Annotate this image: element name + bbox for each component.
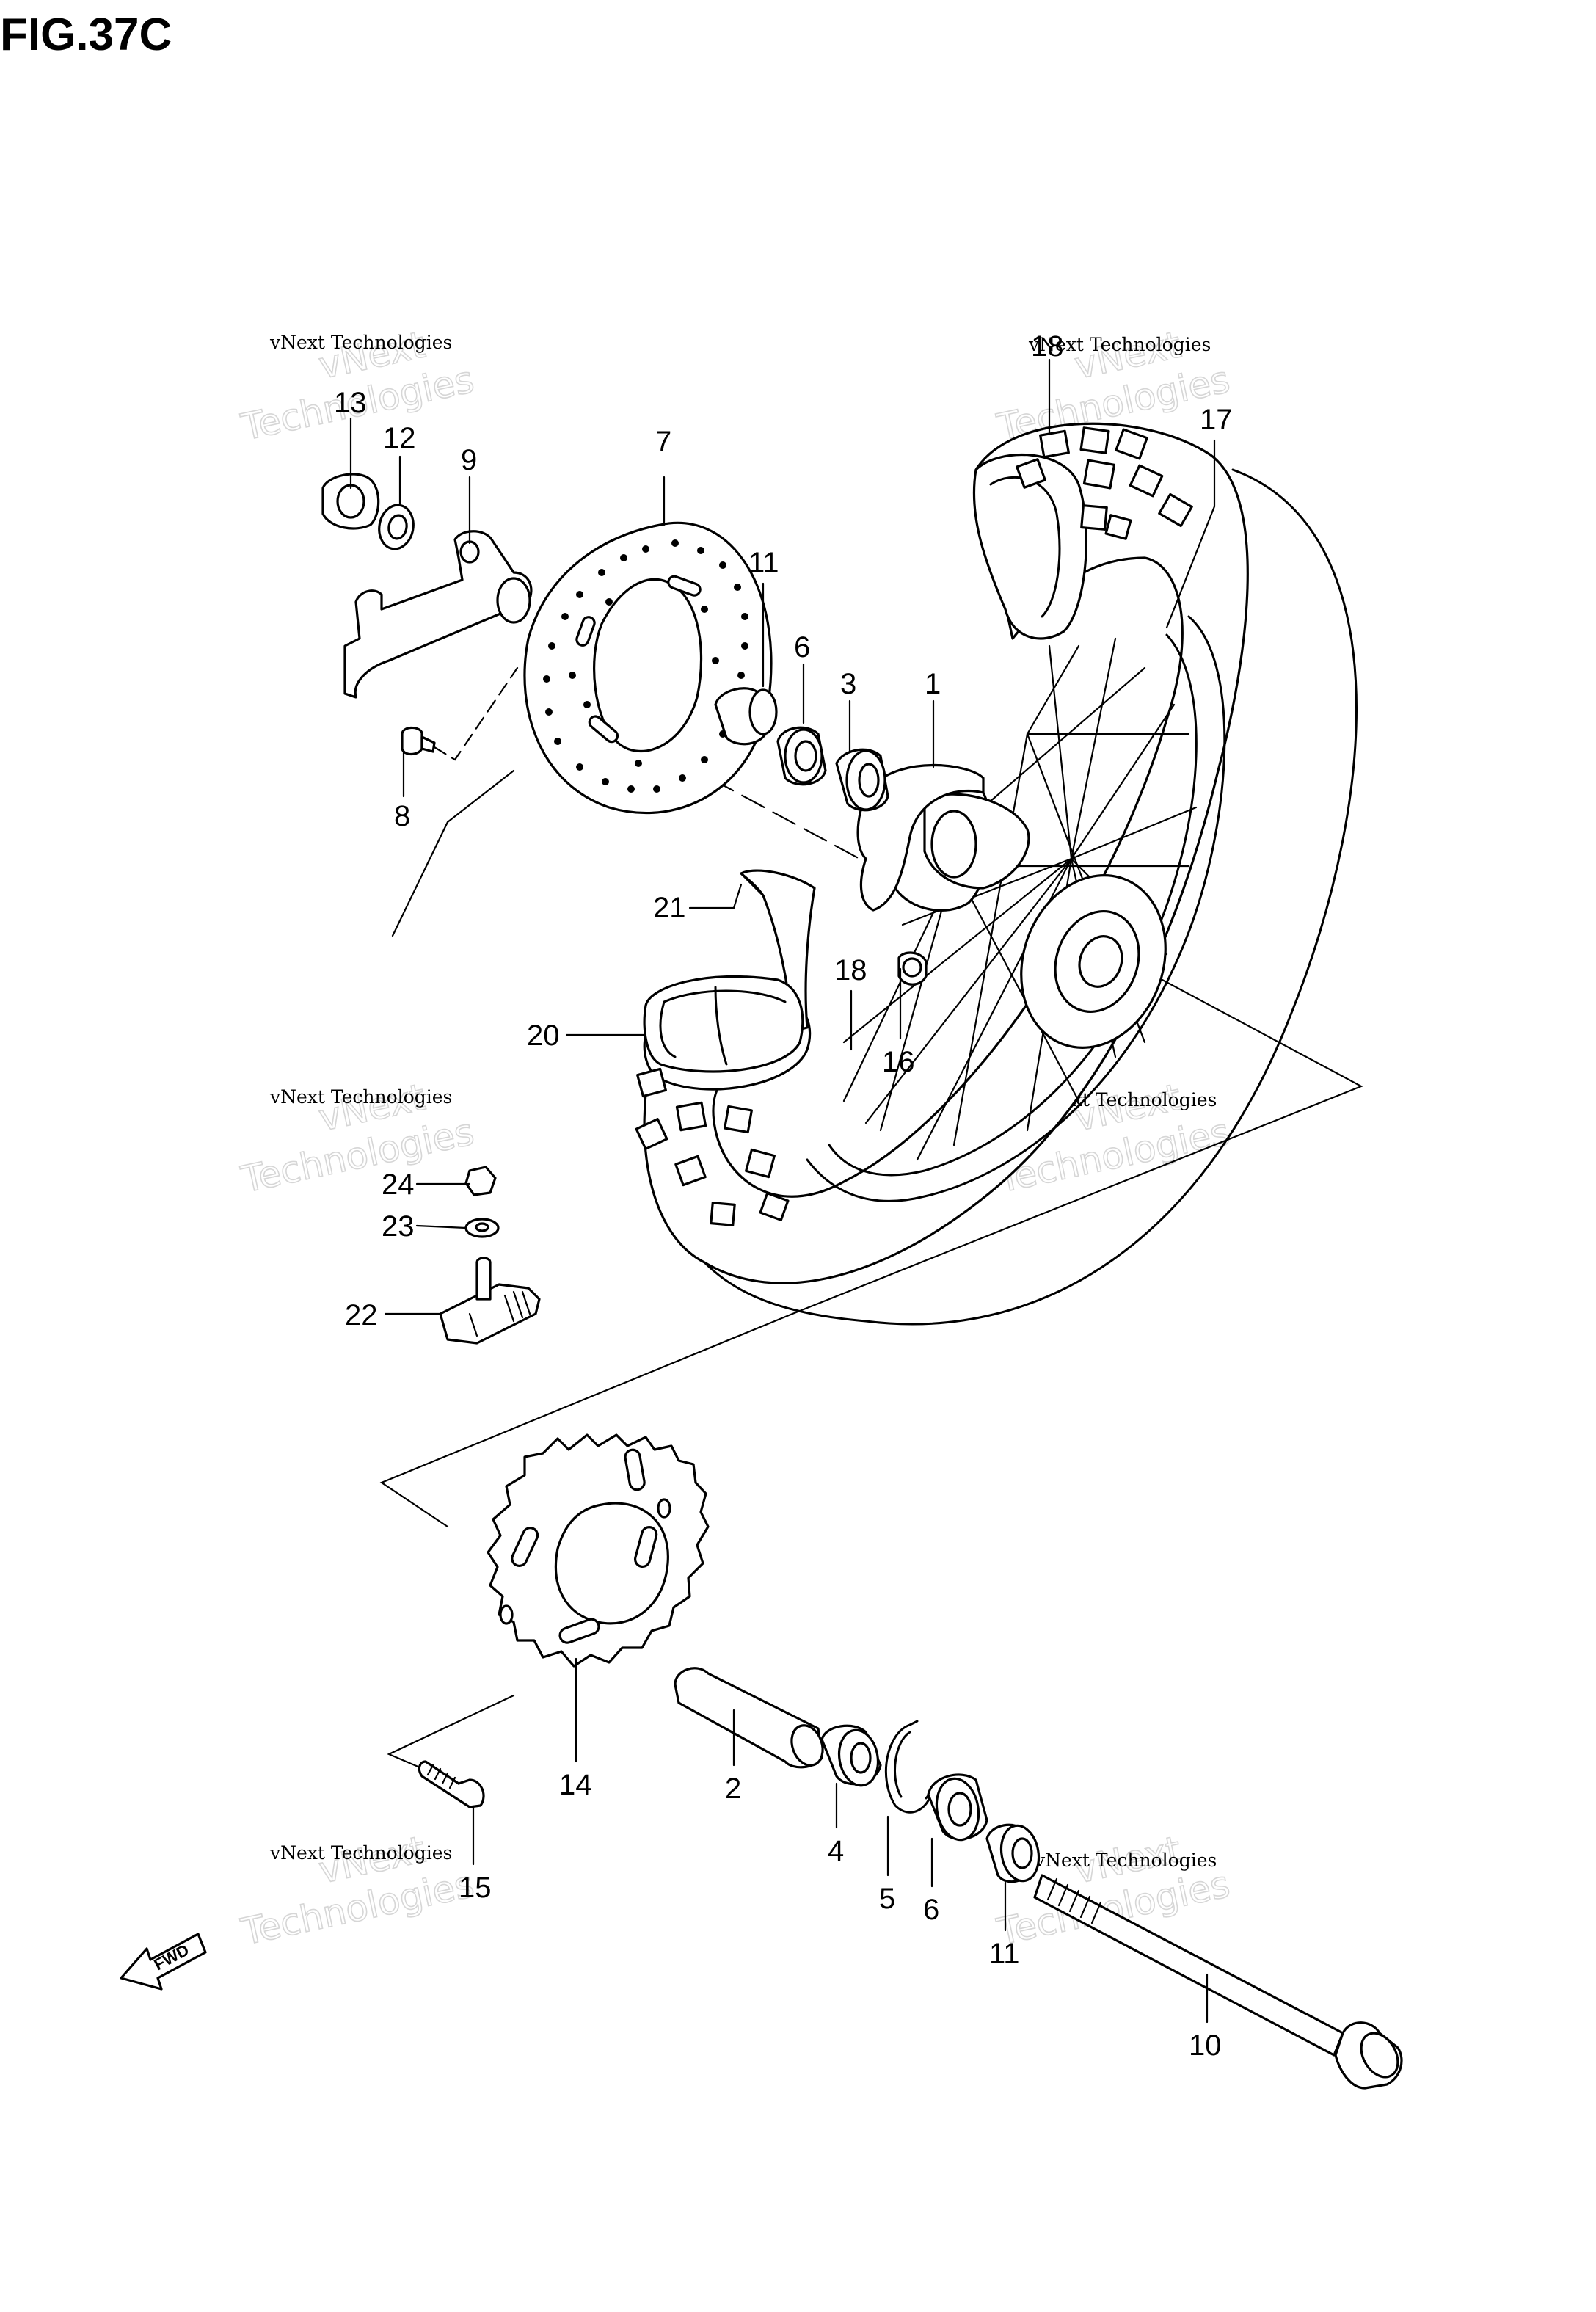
callout-20: 20: [527, 1019, 560, 1052]
part-24-nut: [464, 1166, 497, 1196]
callout-11: 11: [989, 1938, 1020, 1970]
part-23-washer: [464, 1218, 500, 1238]
part-13-nut: [321, 473, 380, 530]
part-6-oil-seal-lower: [927, 1773, 988, 1842]
svg-text:vNext Technologies: vNext Technologies: [269, 1842, 452, 1864]
part-22-rim-lock: [439, 1257, 541, 1345]
callout-6: 6: [923, 1894, 939, 1926]
callout-18-top: 18: [1031, 330, 1064, 363]
callout-16: 16: [882, 1046, 915, 1078]
part-8-bolt: [401, 666, 519, 761]
part-20-tube: [643, 975, 804, 1073]
part-11-collar-lower: [985, 1823, 1041, 1883]
part-2-spacer: [674, 1667, 824, 1769]
svg-text:vNext Technologies: vNext Technologies: [269, 332, 452, 353]
part-4-bearing: [820, 1724, 882, 1787]
callout-21: 21: [653, 892, 686, 924]
callout-1: 1: [925, 668, 941, 700]
svg-text:vNext Technologies: vNext Technologies: [1034, 1850, 1217, 1871]
part-9-bracket: [343, 530, 533, 699]
callout-9: 9: [461, 444, 477, 476]
part-16-spoke-nipple: [897, 951, 928, 986]
part-12-washer: [378, 504, 415, 550]
fwd-arrow-icon: FWD: [120, 1933, 207, 1991]
part-5-circlip: [884, 1720, 933, 1814]
callout-10: 10: [1189, 2029, 1222, 2062]
callout-17: 17: [1200, 404, 1233, 436]
callout-5: 5: [879, 1883, 895, 1915]
callout-13: 13: [334, 387, 367, 419]
callout-8: 8: [394, 800, 410, 832]
part-3-bearing: [835, 748, 889, 812]
callout-22: 22: [345, 1299, 378, 1331]
part-15-bolt: [418, 1760, 485, 1808]
callout-11-top: 11: [748, 547, 779, 579]
spokes: [842, 637, 1198, 1161]
callout-24: 24: [382, 1168, 415, 1201]
callout-15: 15: [459, 1872, 492, 1904]
callout-14: 14: [559, 1769, 592, 1801]
callout-7: 7: [655, 426, 671, 458]
callout-18: 18: [834, 954, 867, 986]
callout-12: 12: [383, 422, 416, 454]
callouts: 13 12 9 7 11 6 3 1 8 18 17 21 18 16 20 2…: [334, 330, 1233, 2062]
watermark: vNext Technologies vNext Technologies: [237, 1075, 478, 1202]
part-14-sprocket: [487, 1433, 710, 1668]
callout-23: 23: [382, 1210, 415, 1243]
part-21-rim-band: [740, 869, 816, 1033]
part-6-oil-seal: [776, 726, 827, 786]
part-7-brake-disc: [523, 521, 773, 815]
callout-6-top: 6: [794, 631, 810, 664]
callout-3: 3: [840, 668, 856, 700]
svg-text:vNext Technologies: vNext Technologies: [269, 1086, 452, 1108]
watermark: vNext Technologies vNext Technologies: [237, 1828, 478, 1955]
watermark: vNext Technologies vNext Technologies vN…: [237, 323, 478, 450]
callout-4: 4: [828, 1835, 844, 1867]
part-10-axle: [1033, 1874, 1403, 2090]
tire: [703, 468, 1358, 1326]
callout-2: 2: [725, 1773, 741, 1805]
leader-lines: [349, 358, 1216, 2024]
part-11-collar: [714, 687, 778, 746]
wheel-assembly: [635, 422, 1358, 1326]
figure-title: FIG.37C: [0, 10, 172, 60]
svg-text:vNext Technologies: vNext Technologies: [1028, 334, 1211, 355]
